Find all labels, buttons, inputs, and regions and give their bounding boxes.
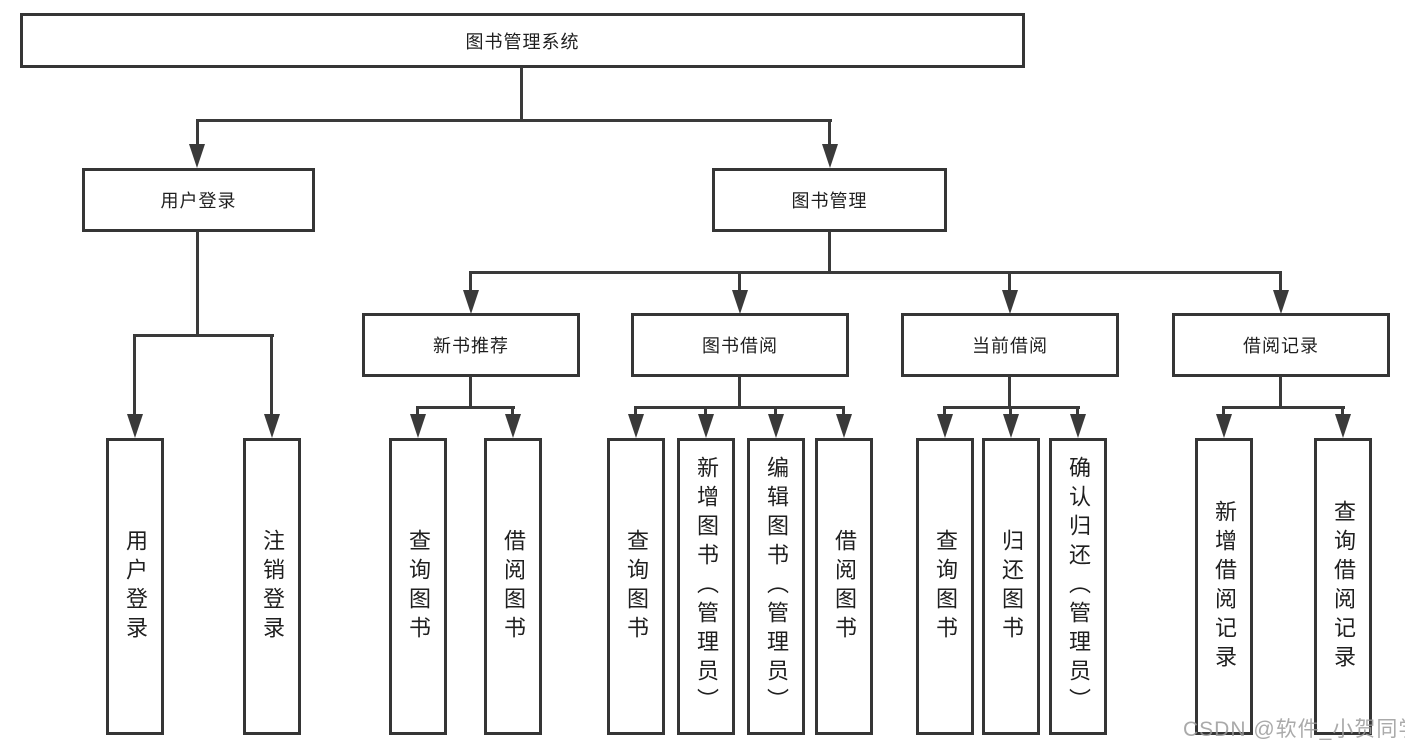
leaf-label: 查询图书 xyxy=(933,528,958,645)
connector-line xyxy=(196,119,199,148)
connector-line xyxy=(635,406,845,409)
connector-line xyxy=(634,406,637,416)
arrowhead-icon xyxy=(410,414,426,438)
connector-line xyxy=(196,231,199,337)
connector-line xyxy=(1279,376,1282,409)
leaf-add-books-admin: 新增图书（管理员） xyxy=(677,438,735,735)
leaf-label: 编辑图书（管理员） xyxy=(764,456,789,717)
arrowhead-icon xyxy=(836,414,852,438)
connector-line xyxy=(469,376,472,409)
connector-line xyxy=(511,406,514,416)
node-borrow-records: 借阅记录 xyxy=(1172,313,1390,377)
connector-line xyxy=(270,334,273,416)
arrowhead-icon xyxy=(628,414,644,438)
connector-line xyxy=(738,271,741,293)
leaf-add-borrow-record: 新增借阅记录 xyxy=(1195,438,1253,735)
arrowhead-icon xyxy=(189,144,205,168)
arrowhead-icon xyxy=(822,144,838,168)
arrowhead-icon xyxy=(264,414,280,438)
connector-line xyxy=(774,406,777,416)
connector-line xyxy=(738,376,741,409)
arrowhead-icon xyxy=(937,414,953,438)
connector-line xyxy=(1341,406,1344,416)
connector-line xyxy=(134,334,274,337)
leaf-label: 新增图书（管理员） xyxy=(694,456,719,717)
arrowhead-icon xyxy=(1216,414,1232,438)
leaf-borrow-books-2: 借阅图书 xyxy=(815,438,873,735)
connector-line xyxy=(1008,376,1011,409)
node-label: 新书推荐 xyxy=(433,336,509,356)
node-user-login: 用户登录 xyxy=(82,168,315,232)
node-label: 图书管理系统 xyxy=(465,31,580,52)
node-root-system: 图书管理系统 xyxy=(20,13,1025,68)
connector-line xyxy=(196,119,832,122)
arrowhead-icon xyxy=(1335,414,1351,438)
connector-line xyxy=(704,406,707,416)
arrowhead-icon xyxy=(1070,414,1086,438)
node-label: 图书借阅 xyxy=(702,336,778,356)
arrowhead-icon xyxy=(463,290,479,314)
arrowhead-icon xyxy=(732,290,748,314)
connector-line xyxy=(842,406,845,416)
leaf-label: 查询借阅记录 xyxy=(1331,499,1356,674)
node-current-borrow: 当前借阅 xyxy=(901,313,1119,377)
connector-line xyxy=(1222,406,1225,416)
node-book-management: 图书管理 xyxy=(712,168,947,232)
leaf-query-books-1: 查询图书 xyxy=(389,438,447,735)
leaf-user-login: 用户登录 xyxy=(106,438,164,735)
connector-line xyxy=(1009,406,1012,416)
connector-line xyxy=(416,406,419,416)
arrowhead-icon xyxy=(505,414,521,438)
leaf-edit-books-admin: 编辑图书（管理员） xyxy=(747,438,805,735)
leaf-return-books: 归还图书 xyxy=(982,438,1040,735)
connector-line xyxy=(944,406,1080,409)
connector-line xyxy=(1076,406,1079,416)
arrowhead-icon xyxy=(1273,290,1289,314)
connector-line xyxy=(470,271,1282,274)
leaf-label: 查询图书 xyxy=(406,528,431,645)
leaf-label: 新增借阅记录 xyxy=(1212,499,1237,674)
node-new-book-recommend: 新书推荐 xyxy=(362,313,580,377)
leaf-confirm-return-admin: 确认归还（管理员） xyxy=(1049,438,1107,735)
arrowhead-icon xyxy=(1003,414,1019,438)
leaf-label: 用户登录 xyxy=(123,528,148,645)
leaf-query-borrow-record: 查询借阅记录 xyxy=(1314,438,1372,735)
connector-line xyxy=(1279,271,1282,293)
connector-line xyxy=(469,271,472,293)
arrowhead-icon xyxy=(698,414,714,438)
leaf-label: 归还图书 xyxy=(999,528,1024,645)
node-book-borrow: 图书借阅 xyxy=(631,313,849,377)
connector-line xyxy=(1223,406,1345,409)
node-label: 当前借阅 xyxy=(972,336,1048,356)
connector-line xyxy=(133,334,136,416)
node-label: 用户登录 xyxy=(160,191,237,211)
leaf-label: 注销登录 xyxy=(260,528,285,645)
connector-line xyxy=(1008,271,1011,293)
leaf-label: 借阅图书 xyxy=(501,528,526,645)
connector-line xyxy=(417,406,515,409)
connector-line xyxy=(520,67,523,122)
node-label: 借阅记录 xyxy=(1243,336,1319,356)
leaf-label: 查询图书 xyxy=(624,528,649,645)
arrowhead-icon xyxy=(1002,290,1018,314)
csdn-watermark: CSDN @软件_小贺同学 xyxy=(1183,718,1405,741)
arrowhead-icon xyxy=(768,414,784,438)
connector-line xyxy=(828,231,831,274)
leaf-label: 确认归还（管理员） xyxy=(1066,456,1091,717)
leaf-borrow-books-1: 借阅图书 xyxy=(484,438,542,735)
leaf-label: 借阅图书 xyxy=(832,528,857,645)
node-label: 图书管理 xyxy=(791,191,868,211)
connector-line xyxy=(943,406,946,416)
leaf-logout: 注销登录 xyxy=(243,438,301,735)
leaf-query-books-3: 查询图书 xyxy=(916,438,974,735)
leaf-query-books-2: 查询图书 xyxy=(607,438,665,735)
connector-line xyxy=(828,119,831,148)
arrowhead-icon xyxy=(127,414,143,438)
